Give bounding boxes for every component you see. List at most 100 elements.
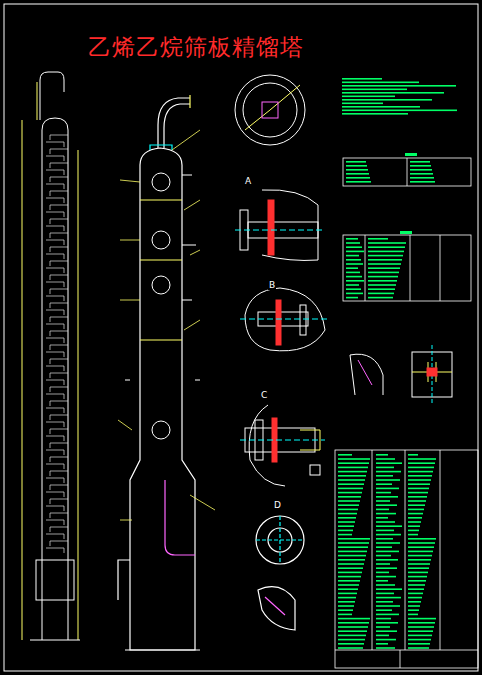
table-bar (376, 462, 402, 464)
view-letter: A (244, 176, 252, 186)
table-bar (408, 467, 434, 469)
tray-line (46, 142, 64, 143)
table-bar (410, 181, 435, 183)
table-bar (376, 555, 391, 557)
table-bar (408, 643, 430, 645)
downcomer-line (64, 520, 65, 525)
tray-line (46, 408, 64, 409)
table-bar (338, 458, 370, 460)
tray-line (50, 205, 68, 206)
table-bar (376, 496, 398, 498)
downcomer-line (50, 457, 51, 462)
tray-line (46, 226, 64, 227)
table-bar (376, 622, 398, 624)
table-bar (338, 601, 355, 603)
table-bar (338, 635, 366, 637)
table-bar (338, 622, 369, 624)
table-bar (408, 639, 431, 641)
table-bar (376, 567, 397, 569)
table-bar (338, 542, 369, 544)
tray-line (46, 492, 64, 493)
tray-line (50, 247, 68, 248)
table-bar (338, 534, 352, 536)
downcomer-line (64, 534, 65, 539)
view-letter: D (273, 500, 282, 510)
table-bar (408, 488, 429, 490)
table-bar (342, 103, 383, 105)
table-bar (342, 82, 419, 84)
table-bar (408, 609, 419, 611)
table-bar (338, 538, 370, 540)
tray-line (50, 191, 68, 192)
table-bar (376, 479, 400, 481)
downcomer-line (64, 548, 65, 553)
tray-line (46, 170, 64, 171)
tray-line (46, 184, 64, 185)
table-bar (376, 580, 388, 582)
table-bar (342, 106, 420, 108)
table-bar (338, 588, 358, 590)
tray-line (46, 436, 64, 437)
table-bar (368, 246, 405, 248)
table-bar (376, 618, 391, 620)
table-bar (376, 542, 400, 544)
tray-line (50, 149, 68, 150)
table-bar (338, 614, 352, 616)
table-bar (338, 580, 360, 582)
table-bar (376, 475, 393, 477)
table-bar (338, 639, 365, 641)
table-bar (338, 643, 364, 645)
table-bar (408, 618, 436, 620)
table-bar (338, 618, 370, 620)
tray-line (50, 233, 68, 234)
table-bar (338, 504, 359, 506)
table-bar (368, 263, 401, 265)
table-bar (408, 567, 429, 569)
table-bar (346, 242, 360, 244)
tray-line (50, 303, 68, 304)
downcomer-line (64, 394, 65, 399)
table-bar (376, 572, 389, 574)
table-bar (338, 483, 364, 485)
table-bar (338, 517, 356, 519)
tray-line (46, 366, 64, 367)
table-bar (376, 626, 390, 628)
downcomer-line (64, 408, 65, 413)
table-bar (408, 475, 432, 477)
table-bar (408, 576, 427, 578)
tray-line (50, 289, 68, 290)
table-bar (376, 635, 389, 637)
downcomer-line (50, 261, 51, 266)
tray-line (50, 443, 68, 444)
downcomer-line (64, 212, 65, 217)
table-bar (376, 530, 394, 532)
table-bar (342, 99, 432, 101)
table-bar (368, 251, 404, 253)
downcomer-line (50, 317, 51, 322)
table-bar (342, 113, 408, 115)
table-bar (376, 525, 402, 527)
downcomer-line (50, 345, 51, 350)
table-bar (338, 471, 367, 473)
table-bar (338, 467, 368, 469)
downcomer-line (50, 233, 51, 238)
table-bar (338, 572, 362, 574)
table-bar (376, 454, 388, 456)
tray-line (50, 499, 68, 500)
table-bar (346, 251, 364, 253)
table-bar (346, 177, 370, 179)
table-bar (342, 89, 407, 91)
downcomer-line (50, 359, 51, 364)
table-bar (410, 161, 430, 163)
table-bar (376, 639, 396, 641)
tray-line (46, 548, 64, 549)
tray-line (46, 478, 64, 479)
downcomer-line (64, 380, 65, 385)
downcomer-line (50, 149, 51, 154)
downcomer-line (64, 450, 65, 455)
table-bar (346, 280, 364, 282)
downcomer-line (64, 310, 65, 315)
table-bar (408, 563, 430, 565)
table-bar (338, 609, 353, 611)
table-bar (346, 165, 367, 167)
